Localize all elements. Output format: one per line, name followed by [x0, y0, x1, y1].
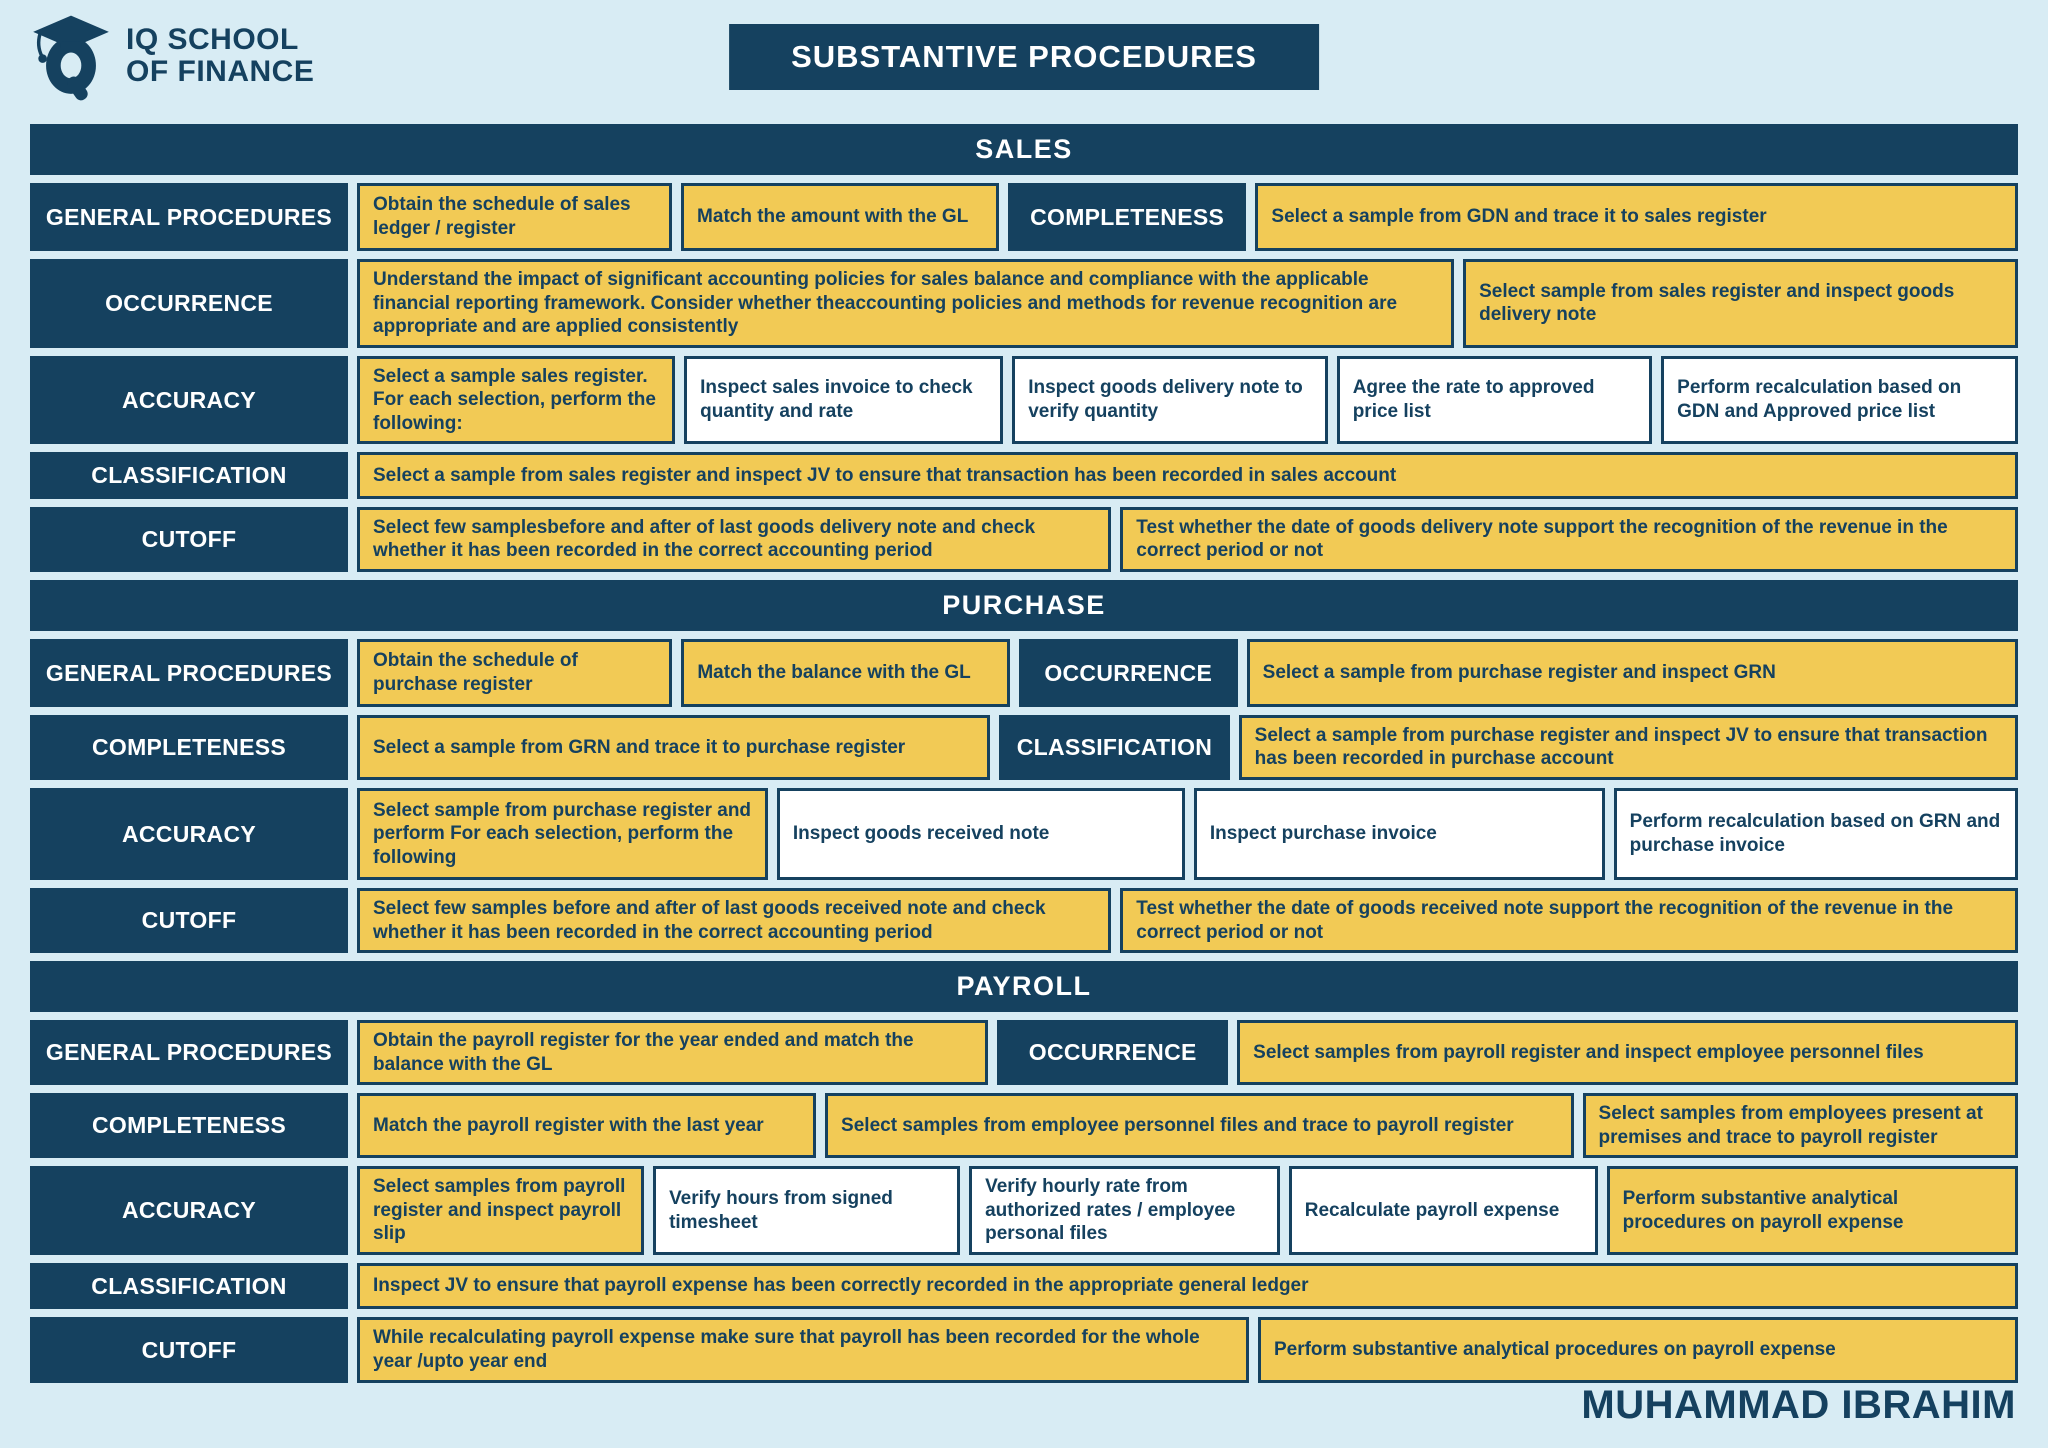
assertion-label-accuracy: ACCURACY	[30, 787, 348, 880]
procedure-cell: Select samples from payroll register and…	[357, 1166, 645, 1255]
procedure-cell: Match the balance with the GL	[681, 638, 1010, 707]
assertion-label-accuracy: ACCURACY	[30, 355, 348, 445]
procedure-cell: Verify hourly rate from authorized rates…	[969, 1166, 1280, 1255]
author-name: MUHAMMAD IBRAHIM	[1581, 1383, 2016, 1427]
procedure-cell: Select a sample from GDN and trace it to…	[1255, 183, 2018, 251]
procedure-cell: Obtain the schedule of purchase register	[357, 638, 673, 707]
procedure-cell: Understand the impact of significant acc…	[357, 259, 1455, 348]
procedure-cell: Inspect goods received note	[776, 787, 1185, 880]
assertion-label-cutoff: CUTOFF	[30, 887, 348, 954]
page-title: SUBSTANTIVE PROCEDURES	[729, 24, 1319, 90]
page-header: IQ SCHOOL OF FINANCE SUBSTANTIVE PROCEDU…	[0, 0, 2048, 102]
assertion-label-occurrence: OCCURRENCE	[997, 1020, 1229, 1086]
procedure-cell: Select a sample sales register. For each…	[357, 355, 676, 445]
procedure-cell: Select sample from sales register and in…	[1463, 259, 2018, 348]
assertion-label-cutoff: CUTOFF	[30, 1317, 348, 1383]
procedure-cell: Perform substantive analytical procedure…	[1606, 1166, 2018, 1255]
assertion-label-general-procedures: GENERAL PROCEDURES	[30, 183, 348, 251]
procedure-cell: Verify hours from signed timesheet	[653, 1166, 961, 1255]
procedure-cell: Test whether the date of goods received …	[1120, 887, 2018, 954]
section-header-sales: SALES	[30, 124, 2018, 175]
procedure-cell: Recalculate payroll expense	[1288, 1166, 1598, 1255]
procedure-cell: Select a sample from GRN and trace it to…	[357, 714, 991, 780]
iq-school-logo: IQ SCHOOL OF FINANCE	[28, 10, 314, 102]
procedure-cell: Perform recalculation based on GDN and A…	[1661, 355, 2019, 445]
procedure-cell: Inspect JV to ensure that payroll expens…	[357, 1262, 2018, 1310]
assertion-label-classification: CLASSIFICATION	[30, 452, 348, 499]
procedure-cell: Select samples from employee personnel f…	[825, 1093, 1574, 1159]
procedure-cell: Test whether the date of goods delivery …	[1120, 506, 2018, 572]
assertion-label-cutoff: CUTOFF	[30, 506, 348, 572]
brand-line2: OF FINANCE	[126, 55, 315, 88]
procedure-cell: Select few samples before and after of l…	[357, 887, 1112, 954]
procedure-cell: Obtain the schedule of sales ledger / re…	[357, 183, 673, 251]
assertion-label-completeness: COMPLETENESS	[30, 1093, 348, 1159]
procedure-cell: Perform substantive analytical procedure…	[1257, 1317, 2018, 1383]
procedure-cell: Inspect purchase invoice	[1193, 787, 1605, 880]
procedure-cell: While recalculating payroll expense make…	[357, 1317, 1249, 1383]
procedure-cell: Select few samplesbefore and after of la…	[357, 506, 1112, 572]
procedure-cell: Select samples from employees present at…	[1582, 1093, 2018, 1159]
procedure-cell: Select sample from purchase register and…	[357, 787, 768, 880]
procedure-cell: Inspect sales invoice to check quantity …	[684, 355, 1004, 445]
procedure-cell: Obtain the payroll register for the year…	[357, 1020, 989, 1086]
procedure-cell: Match the amount with the GL	[681, 183, 999, 251]
assertion-label-occurrence: OCCURRENCE	[30, 259, 348, 348]
brand-line1: IQ SCHOOL	[126, 22, 299, 56]
assertion-label-accuracy: ACCURACY	[30, 1166, 348, 1255]
procedure-cell: Select a sample from sales register and …	[357, 452, 2018, 499]
procedure-cell: Select samples from payroll register and…	[1237, 1020, 2018, 1086]
assertion-label-classification: CLASSIFICATION	[999, 714, 1230, 780]
procedure-cell: Select a sample from purchase register a…	[1246, 638, 2019, 707]
section-header-purchase: PURCHASE	[30, 579, 2018, 631]
brand-text: IQ SCHOOL OF FINANCE	[126, 22, 315, 89]
graduation-cap-icon	[28, 10, 114, 102]
procedure-cell: Perform recalculation based on GRN and p…	[1613, 787, 2018, 880]
procedure-cell: Match the payroll register with the last…	[357, 1093, 817, 1159]
section-header-payroll: PAYROLL	[30, 961, 2018, 1013]
procedure-cell: Select a sample from purchase register a…	[1238, 714, 2018, 780]
assertion-label-occurrence: OCCURRENCE	[1018, 638, 1238, 707]
procedure-cell: Inspect goods delivery note to verify qu…	[1012, 355, 1328, 445]
assertion-label-completeness: COMPLETENESS	[30, 714, 348, 780]
procedure-cell: Agree the rate to approved price list	[1336, 355, 1653, 445]
assertion-label-completeness: COMPLETENESS	[1007, 183, 1247, 251]
assertion-label-general-procedures: GENERAL PROCEDURES	[30, 1020, 348, 1086]
assertion-label-classification: CLASSIFICATION	[30, 1262, 348, 1310]
assertion-label-general-procedures: GENERAL PROCEDURES	[30, 638, 348, 707]
